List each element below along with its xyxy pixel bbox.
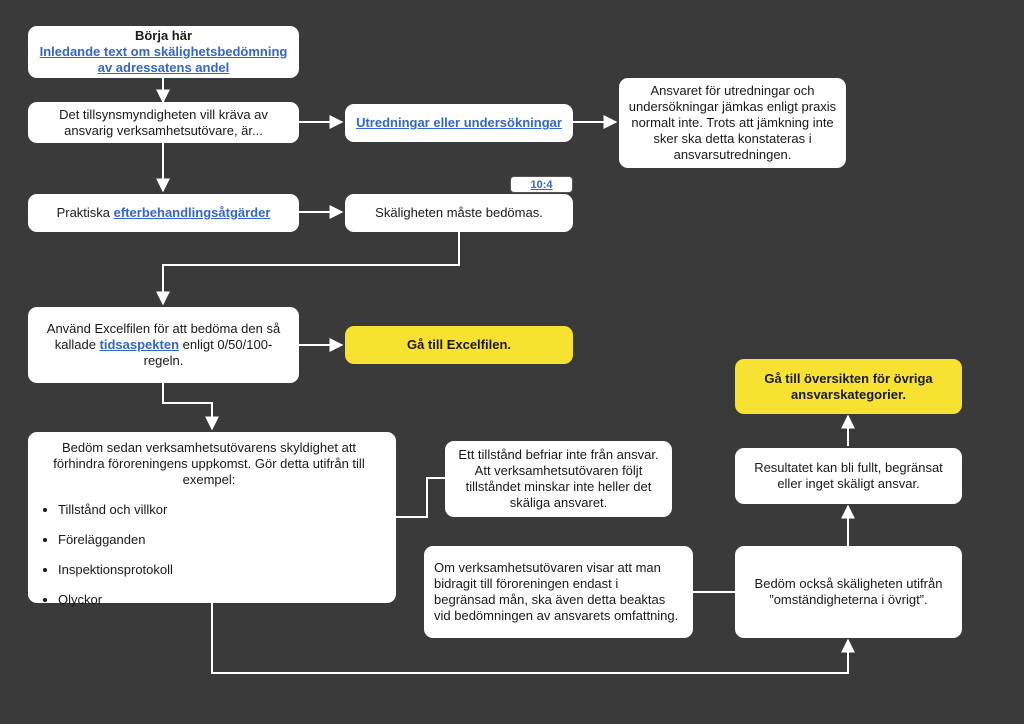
circumstances-text: Bedöm också skäligheten utifrån ”omständ… — [754, 576, 943, 607]
time-aspect-link[interactable]: tidsaspekten — [99, 337, 180, 352]
result-box: Resultatet kan bli fullt, begränsat elle… — [735, 448, 962, 504]
goto-overview-label: Gå till översikten för övriga ansvarskat… — [764, 370, 933, 402]
investigations-note-box: Ansvaret för utredningar och undersöknin… — [619, 78, 846, 168]
goto-excel-button[interactable]: Gå till Excelfilen. — [345, 326, 573, 364]
limited-note-text: Om verksamhetsutövaren visar att man bid… — [434, 560, 679, 623]
excel-use-before: Använd Excelfilen för att bedöma den så … — [46, 321, 281, 352]
aftercare-prefix: Praktiska — [56, 205, 114, 220]
line-duty-to-permit-note — [396, 477, 445, 518]
duty-example-item: Olyckor — [58, 592, 386, 608]
circumstances-box: Bedöm också skäligheten utifrån ”omständ… — [735, 546, 962, 638]
limited-note-box: Om verksamhetsutövaren visar att man bid… — [424, 546, 693, 638]
aftercare-link[interactable]: efterbehandlingsåtgärder — [113, 205, 271, 220]
investigations-note-text: Ansvaret för utredningar och undersöknin… — [628, 83, 837, 162]
result-text: Resultatet kan bli fullt, begränsat elle… — [754, 460, 943, 491]
investigations-box: Utredningar eller undersökningar — [345, 104, 573, 142]
question-text: Det tillsynsmyndigheten vill kräva av an… — [59, 106, 268, 138]
chapter-tag-link[interactable]: 10:4 — [530, 178, 553, 191]
start-heading: Börja här — [134, 28, 193, 43]
permit-note-text: Ett tillstånd befriar inte från ansvar. … — [458, 447, 659, 510]
start-box: Börja här Inledande text om skälighetsbe… — [28, 26, 299, 78]
excel-use-box: Använd Excelfilen för att bedöma den så … — [28, 307, 299, 383]
duty-example-item: Inspektionsprotokoll — [58, 562, 386, 578]
arrow-excel-use-to-duty — [162, 383, 219, 431]
duty-example-item: Förelägganden — [58, 532, 386, 548]
duty-examples-list: Tillstånd och villkor Förelägganden Insp… — [32, 502, 386, 608]
excel-use-text: Använd Excelfilen för att bedöma den så … — [46, 321, 281, 369]
duty-text: Bedöm sedan verksamhetsutövarens skyldig… — [53, 440, 365, 487]
excel-use-after: enligt 0/50/100-regeln. — [143, 337, 273, 368]
chapter-tag: 10:4 — [510, 176, 573, 193]
aftercare-box: Praktiska efterbehandlingsåtgärder — [28, 194, 299, 232]
permit-note-box: Ett tillstånd befriar inte från ansvar. … — [445, 441, 672, 517]
arrow-reasonable-to-excel-use — [156, 232, 460, 306]
aftercare-text: Praktiska efterbehandlingsåtgärder — [57, 205, 271, 221]
goto-overview-button[interactable]: Gå till översikten för övriga ansvarskat… — [735, 359, 962, 414]
goto-excel-label: Gå till Excelfilen. — [406, 337, 512, 352]
reasonable-box: Skäligheten måste bedömas. — [345, 194, 573, 232]
duty-box: Bedöm sedan verksamhetsutövarens skyldig… — [28, 432, 396, 607]
reasonable-text: Skäligheten måste bedömas. — [375, 205, 543, 220]
question-box: Det tillsynsmyndigheten vill kräva av an… — [28, 102, 299, 143]
intro-text-link[interactable]: Inledande text om skälighetsbedömning av… — [39, 44, 288, 75]
duty-example-item: Tillstånd och villkor — [58, 502, 386, 518]
arrow-duty-to-circumstances — [211, 603, 855, 674]
investigations-link[interactable]: Utredningar eller undersökningar — [356, 115, 562, 130]
